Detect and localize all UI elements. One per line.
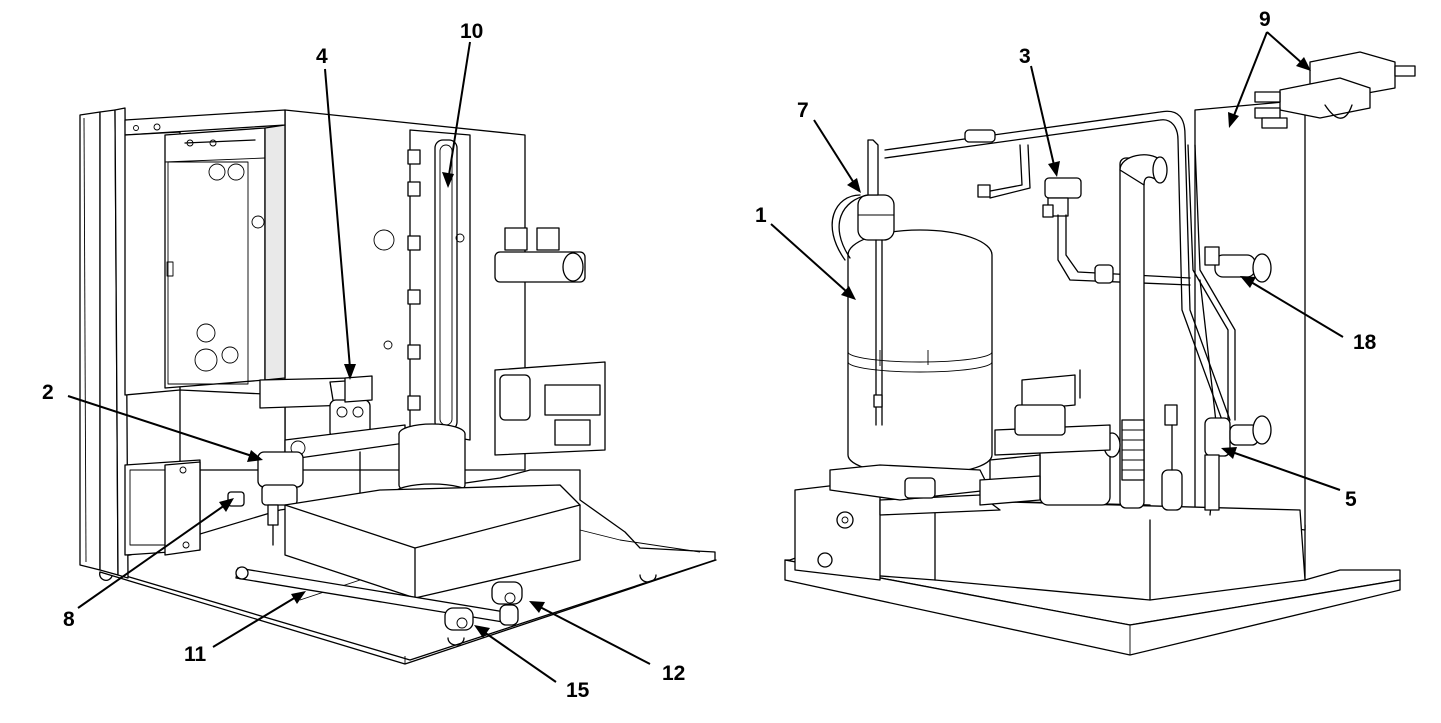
arrowhead-18 <box>1240 276 1256 288</box>
arrowhead-11 <box>291 591 306 604</box>
arrowhead-2 <box>247 450 263 462</box>
callout-1: 1 <box>755 204 767 227</box>
leader-9a <box>1266 31 1304 65</box>
callout-18: 18 <box>1353 331 1377 354</box>
arrowhead-7 <box>847 178 861 193</box>
arrowhead-3 <box>1048 161 1060 177</box>
leader-10 <box>448 41 471 176</box>
callout-labels: 4 10 2 8 11 15 12 9 3 7 1 18 5 <box>42 8 1377 702</box>
callout-3: 3 <box>1019 45 1031 68</box>
leader-4 <box>324 68 351 369</box>
arrowhead-10 <box>442 172 454 188</box>
callout-10: 10 <box>460 20 483 43</box>
leader-15 <box>483 631 557 683</box>
callout-4: 4 <box>316 45 328 68</box>
leader-9b <box>1232 31 1268 119</box>
arrowhead-1 <box>841 286 856 300</box>
callout-8: 8 <box>63 608 75 631</box>
left-view-drawing <box>79 107 717 665</box>
callout-15: 15 <box>566 679 590 702</box>
arrowhead-4 <box>344 364 356 380</box>
leader-lines <box>67 31 1344 683</box>
arrowhead-15 <box>474 625 490 638</box>
leader-2 <box>67 395 253 457</box>
callout-5: 5 <box>1345 488 1357 511</box>
leader-18 <box>1250 281 1344 338</box>
leader-1 <box>770 223 848 293</box>
arrowhead-9a <box>1296 57 1311 71</box>
right-view-drawing <box>784 51 1416 656</box>
leader-5 <box>1231 451 1341 491</box>
leader-12 <box>539 606 651 665</box>
arrowhead-5 <box>1221 447 1237 459</box>
callout-12: 12 <box>662 662 685 685</box>
callout-7: 7 <box>797 99 809 122</box>
leader-8 <box>77 504 226 609</box>
leader-11 <box>212 596 297 648</box>
callout-11: 11 <box>184 643 207 666</box>
arrowhead-9b <box>1228 112 1239 128</box>
leader-3 <box>1030 65 1055 166</box>
arrowhead-12 <box>529 601 545 613</box>
leader-7 <box>813 119 855 184</box>
callout-2: 2 <box>42 381 54 404</box>
callout-9: 9 <box>1259 8 1271 31</box>
arrowhead-8 <box>219 498 234 512</box>
